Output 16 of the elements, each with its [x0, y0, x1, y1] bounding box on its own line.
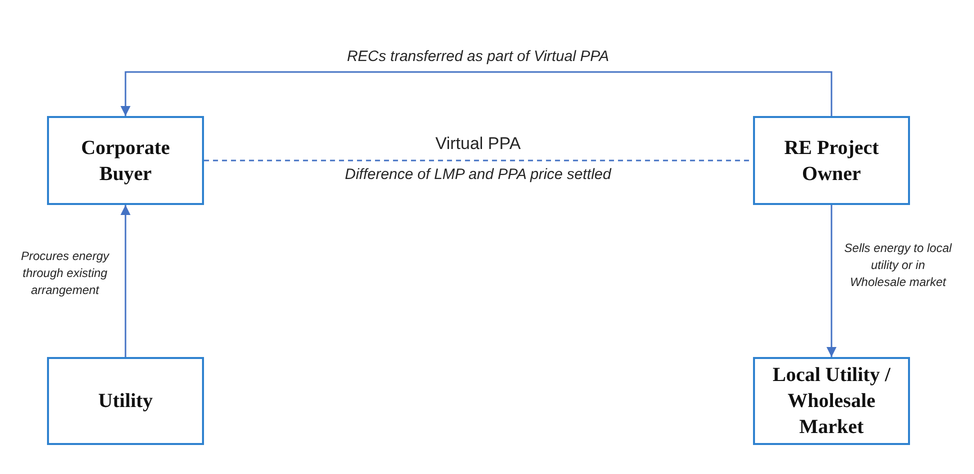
- entity-box: [753, 116, 910, 205]
- arrow: [120, 71, 832, 116]
- arrow: [120, 205, 130, 357]
- edge-label: Virtual PPA: [435, 133, 521, 155]
- entity-box: [47, 116, 204, 205]
- box-label: Corporate Buyer: [80, 136, 171, 186]
- edge-label: Procures energy through existing arrangement: [20, 248, 110, 299]
- edge-label: Sells energy to local utility or in Wholesale market: [843, 240, 953, 291]
- connector-note: Difference of LMP and PPA price settled: [344, 165, 612, 185]
- arrow: [826, 205, 836, 357]
- entity-box: [47, 357, 204, 445]
- entity-box: [753, 357, 910, 445]
- box-label: Local Utility / Wholesale Market: [772, 363, 892, 440]
- edge-label: RECs transferred as part of Virtual PPA: [346, 47, 610, 67]
- box-label: Utility: [98, 389, 153, 414]
- box-label: RE Project Owner: [783, 136, 880, 186]
